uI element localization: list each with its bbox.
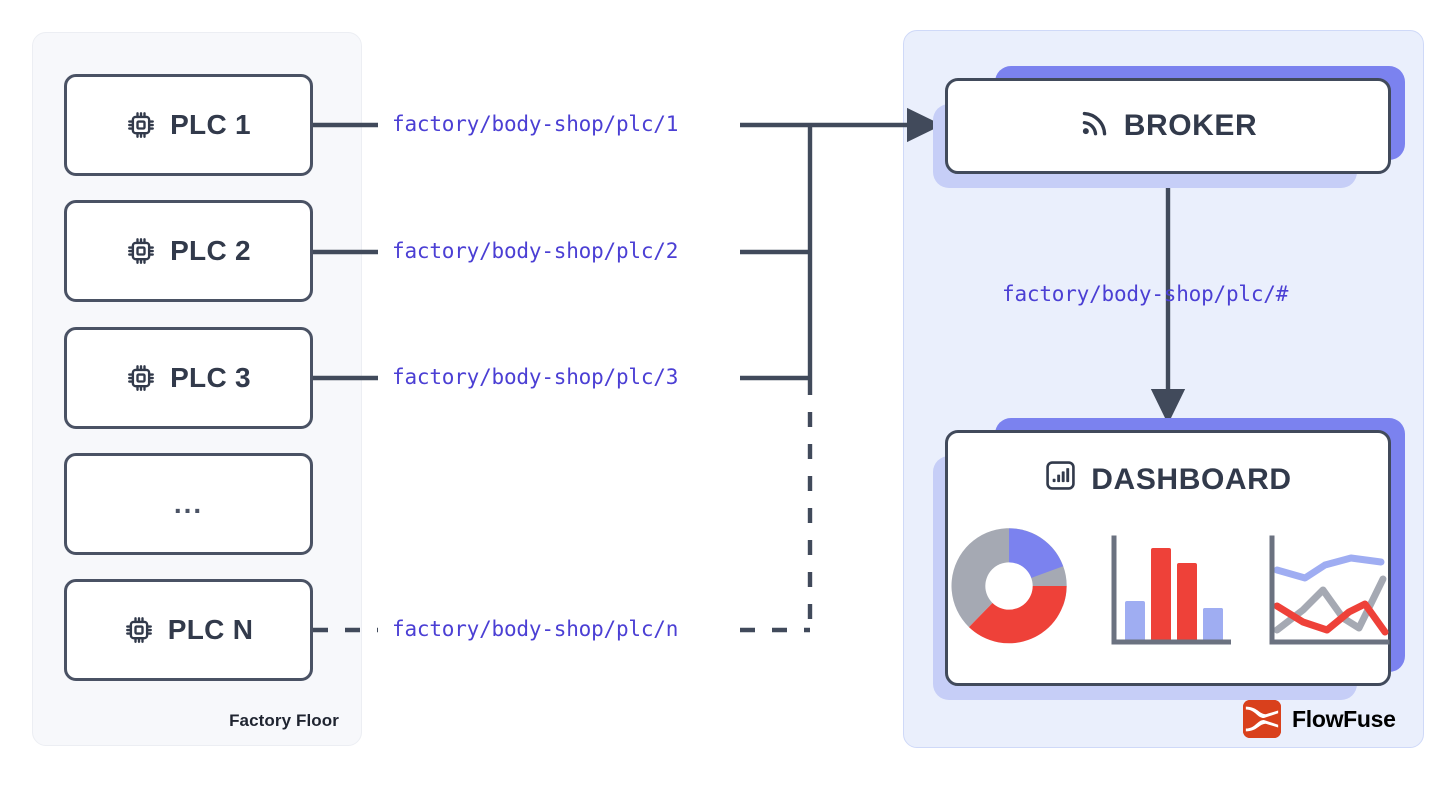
plc-node-3[interactable]: PLC 3 bbox=[64, 327, 313, 429]
line-chart bbox=[1269, 535, 1390, 645]
plc-node-n[interactable]: PLC N bbox=[64, 579, 313, 681]
bar-chart-square-icon bbox=[1044, 459, 1077, 500]
topic-label-plc2: factory/body-shop/plc/2 bbox=[392, 239, 679, 263]
flowfuse-wordmark: FlowFuse bbox=[1292, 705, 1396, 732]
flowfuse-logo-mark bbox=[1243, 700, 1281, 738]
dashboard-chart-row bbox=[945, 522, 1391, 650]
plc-node-label: PLC 3 bbox=[170, 362, 251, 393]
plc-node-label: PLC 2 bbox=[170, 235, 251, 266]
cpu-icon bbox=[126, 110, 156, 140]
topic-label-plc1: factory/body-shop/plc/1 bbox=[392, 112, 679, 136]
flowfuse-brand: FlowFuse bbox=[1243, 700, 1396, 738]
dashboard-label: DASHBOARD bbox=[1091, 462, 1292, 496]
plc-node-label: PLC N bbox=[167, 614, 254, 645]
broker-card-face: BROKER bbox=[945, 78, 1391, 174]
cpu-icon bbox=[126, 363, 156, 393]
cpu-icon bbox=[126, 236, 156, 266]
broker-card[interactable]: BROKER bbox=[933, 66, 1405, 188]
ellipsis-label: ... bbox=[173, 487, 204, 519]
cpu-icon bbox=[124, 615, 154, 645]
factory-floor-label: Factory Floor bbox=[229, 711, 339, 730]
bar-4 bbox=[1177, 563, 1197, 642]
broadcast-signal-icon bbox=[1079, 107, 1110, 146]
topic-label-plc3: factory/body-shop/plc/3 bbox=[392, 365, 679, 389]
donut-chart bbox=[951, 528, 1067, 644]
topic-label-subscribe: factory/body-shop/plc/# bbox=[1002, 282, 1289, 306]
plc-node-label: PLC 1 bbox=[170, 109, 251, 140]
plc-node-1[interactable]: PLC 1 bbox=[64, 74, 313, 176]
bar-chart bbox=[1111, 535, 1231, 645]
broker-label: BROKER bbox=[1123, 109, 1258, 142]
topic-label-plcn: factory/body-shop/plc/n bbox=[392, 617, 679, 641]
dashboard-card-face: DASHBOARD bbox=[945, 430, 1391, 686]
plc-node-ellipsis: ... bbox=[64, 453, 313, 555]
dashboard-card[interactable]: DASHBOARD bbox=[933, 418, 1405, 700]
plc-node-2[interactable]: PLC 2 bbox=[64, 200, 313, 302]
